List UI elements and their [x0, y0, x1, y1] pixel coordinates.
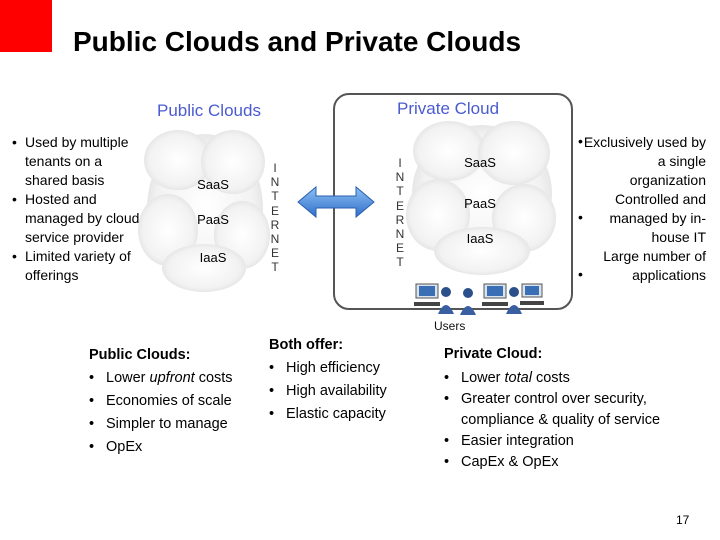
bullet-glyph: •: [578, 133, 583, 149]
summary-item: Economies of scale: [89, 390, 233, 413]
public-cloud-shape: [138, 130, 270, 292]
both-offer-summary: Both offer: High efficiency High availab…: [269, 334, 387, 426]
private-saas-label: SaaS: [464, 155, 496, 170]
summary-item: CapEx & OpEx: [444, 452, 660, 473]
red-accent-square: [0, 0, 52, 52]
summary-item: Lower total costs: [444, 368, 660, 389]
double-arrow-icon: [297, 185, 375, 219]
summary-item: Simpler to manage: [89, 413, 233, 436]
summary-item: Greater control over security,compliance…: [444, 389, 660, 431]
summary-title: Both offer:: [269, 337, 344, 353]
summary-title: Public Clouds:: [89, 347, 191, 363]
public-iaas-label: IaaS: [199, 250, 227, 265]
summary-item: OpEx: [89, 436, 233, 459]
summary-title: Private Cloud:: [444, 346, 543, 362]
private-bullet-item: Exclusively used by a single organizatio…: [583, 134, 706, 188]
public-bullet-item: Limited variety of offerings: [10, 247, 145, 285]
private-cloud-summary: Private Cloud: Lower total costs Greater…: [444, 344, 660, 473]
public-bullet-item: Hosted and managed by cloud service prov…: [10, 190, 145, 247]
public-bullet-item: Used by multiple tenants on a shared bas…: [10, 133, 145, 190]
summary-item: High efficiency: [269, 357, 387, 380]
private-bullet-item: Large number of applications: [603, 248, 706, 283]
private-cloud-bullets: Exclusively used by a single organizatio…: [578, 133, 706, 285]
public-cloud-bullets: Used by multiple tenants on a shared bas…: [10, 133, 145, 285]
page-number: 17: [676, 513, 690, 527]
summary-item: High availability: [269, 380, 387, 403]
users-icon: [414, 283, 544, 315]
summary-item: Lower upfront costs: [89, 367, 233, 390]
private-iaas-label: IaaS: [466, 231, 494, 246]
private-paas-label: PaaS: [464, 196, 496, 211]
public-saas-label: SaaS: [197, 177, 229, 192]
private-cloud-heading: Private Cloud: [397, 99, 500, 118]
public-clouds-summary: Public Clouds: Lower upfront costs Econo…: [89, 344, 233, 459]
summary-item: Elastic capacity: [269, 403, 387, 426]
public-clouds-heading: Public Clouds: [157, 101, 261, 120]
bullet-glyph: •: [578, 266, 583, 282]
slide-title: Public Clouds and Private Clouds: [73, 26, 522, 57]
private-bullet-item: Controlled and managed by in-house IT: [609, 191, 706, 245]
summary-item: Easier integration: [444, 431, 660, 452]
public-paas-label: PaaS: [197, 212, 229, 227]
users-label: Users: [434, 319, 466, 333]
bullet-glyph: •: [578, 209, 583, 225]
private-cloud-shape: [406, 121, 556, 275]
